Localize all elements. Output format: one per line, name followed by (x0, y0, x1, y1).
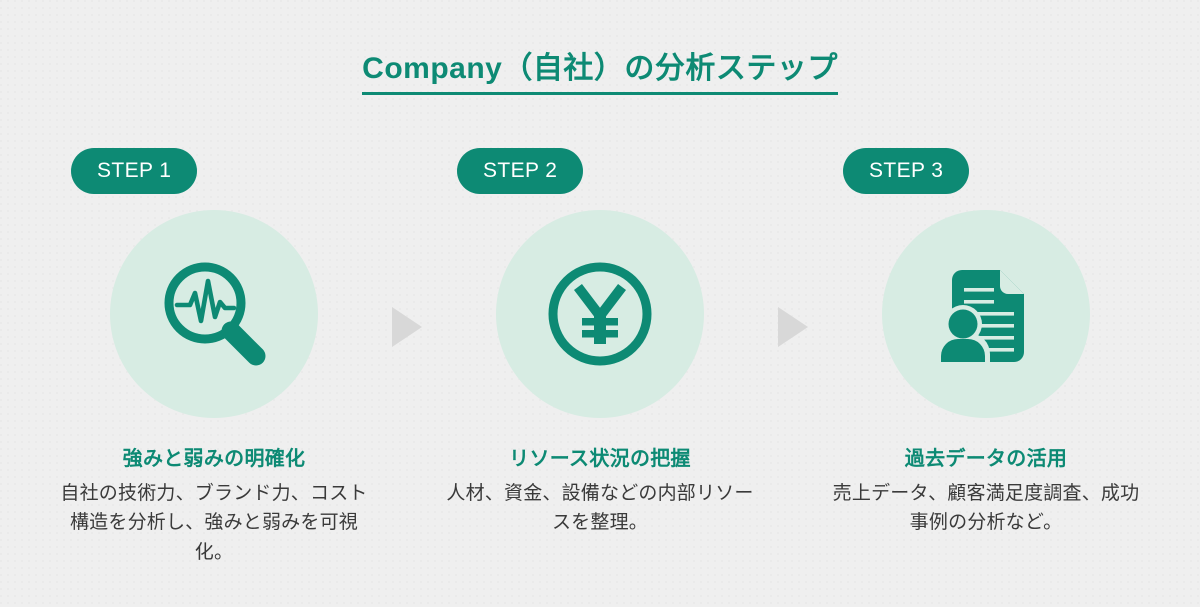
step-card-1: STEP 1 強みと弱みの明確化 自社の技術力、ブランド力、コスト構造を分析し、… (38, 148, 390, 567)
step-body-3: 売上データ、顧客満足度調査、成功事例の分析など。 (832, 483, 1140, 534)
step-separator-2 (776, 305, 810, 349)
step-badge-1: STEP 1 (71, 148, 198, 194)
step-icon-circle-3 (882, 210, 1090, 418)
document-person-icon (930, 258, 1042, 370)
step-caption-2: リソース状況の把握 人材、資金、設備などの内部リソースを整理。 (440, 446, 760, 538)
step-icon-circle-1 (110, 210, 318, 418)
step-title-1: 強みと弱みの明確化 (122, 448, 306, 470)
step-icon-circle-2 (496, 210, 704, 418)
step-caption-3: 過去データの活用 売上データ、顧客満足度調査、成功事例の分析など。 (826, 446, 1146, 538)
step-body-1: 自社の技術力、ブランド力、コスト構造を分析し、強みと弱みを可視化。 (60, 483, 368, 563)
steps-container: STEP 1 強みと弱みの明確化 自社の技術力、ブランド力、コスト構造を分析し、… (0, 148, 1200, 567)
step-caption-1: 強みと弱みの明確化 自社の技術力、ブランド力、コスト構造を分析し、強みと弱みを可… (54, 446, 374, 567)
step-body-2: 人材、資金、設備などの内部リソースを整理。 (446, 483, 754, 534)
step-title-3: 過去データの活用 (904, 448, 1068, 470)
arrow-right-icon (776, 307, 810, 353)
page-title: Company（自社）の分析ステップ (362, 52, 838, 95)
step-title-2: リソース状況の把握 (509, 448, 691, 470)
magnifier-pulse-icon (155, 255, 273, 373)
step-card-3: STEP 3 (810, 148, 1162, 538)
step-card-2: STEP 2 リソース状況の把握 人材、資金、設備などの内部リソースを整理。 (424, 148, 776, 538)
step-badge-3: STEP 3 (843, 148, 970, 194)
yen-circle-icon (544, 258, 656, 370)
page-title-container: Company（自社）の分析ステップ (0, 52, 1200, 95)
arrow-right-icon (390, 307, 424, 353)
step-badge-2: STEP 2 (457, 148, 584, 194)
step-separator-1 (390, 305, 424, 349)
